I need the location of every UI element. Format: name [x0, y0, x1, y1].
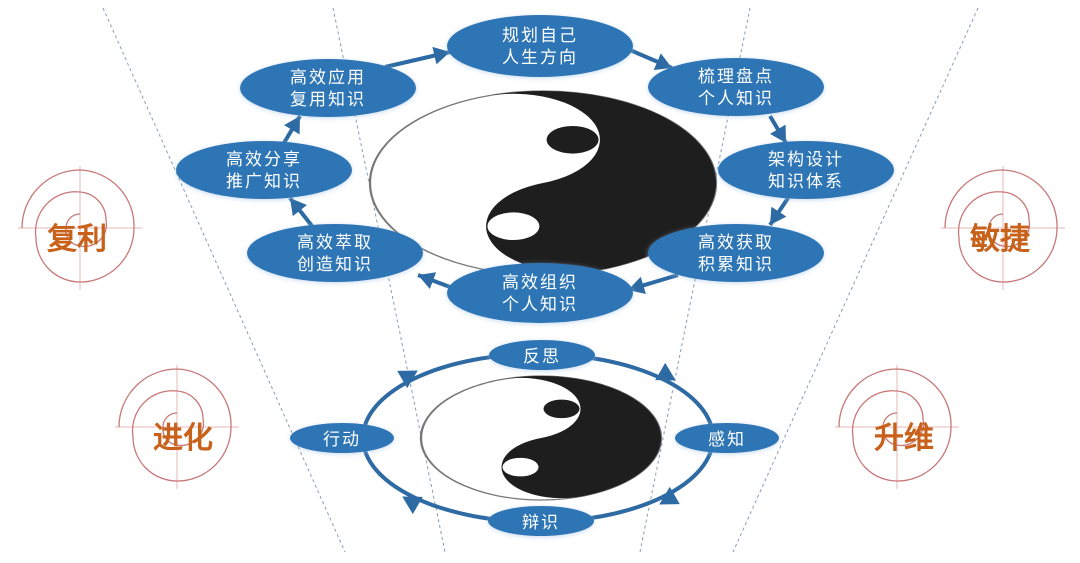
node-design[interactable]: 架构设计 知识体系 — [718, 141, 894, 199]
top-cycle-arrows — [282, 46, 790, 295]
node-discern[interactable]: 辩识 — [488, 506, 594, 536]
badge-evolve-label: 进化 — [153, 421, 213, 456]
spiral-path — [21, 169, 135, 283]
badge-compound: 复利 — [18, 166, 142, 290]
spiral-path — [118, 368, 232, 482]
node-reflect[interactable]: 反思 — [489, 340, 595, 370]
arrow-head-icon — [653, 53, 672, 70]
node-acquire[interactable]: 高效获取 积累知识 — [648, 224, 824, 282]
node-extract[interactable]: 高效萃取 创造知识 — [247, 224, 423, 282]
arrow-head-icon — [284, 116, 300, 135]
node-perceive[interactable]: 感知 — [675, 423, 779, 453]
yin-dot — [543, 399, 580, 419]
node-organize-line2: 个人知识 — [502, 295, 578, 315]
node-plan-line1: 规划自己 — [502, 26, 578, 46]
node-share[interactable]: 高效分享 推广知识 — [176, 141, 352, 199]
spiral-path — [838, 368, 952, 482]
node-share-line1: 高效分享 — [226, 150, 302, 170]
arrow-sort-to-design — [768, 114, 788, 145]
arrow-head-icon — [659, 486, 680, 505]
node-perceive-label: 感知 — [708, 430, 746, 450]
yin-half — [499, 375, 662, 499]
arrow-head-icon — [770, 206, 787, 225]
spiral-path — [944, 169, 1058, 283]
arrow-design-to-acquire — [768, 196, 790, 227]
arrow-apply-to-plan — [384, 46, 451, 69]
node-design-line1: 架构设计 — [768, 150, 844, 170]
yang-dot — [487, 212, 540, 241]
node-reflect-label: 反思 — [523, 347, 561, 367]
node-design-line2: 知识体系 — [768, 172, 844, 192]
node-sort-line2: 个人知识 — [698, 89, 774, 109]
node-apply-line1: 高效应用 — [290, 68, 366, 88]
arrow-head-icon — [397, 370, 418, 389]
node-acquire-line1: 高效获取 — [698, 233, 774, 253]
yin-yang-icon — [419, 375, 663, 501]
arrow-extract-to-share — [288, 196, 314, 228]
badge-agile-label: 敏捷 — [970, 222, 1030, 257]
spiral-icon — [115, 365, 239, 489]
arrow-head-icon — [655, 362, 676, 381]
badge-agile: 敏捷 — [941, 166, 1065, 290]
node-act-label: 行动 — [323, 430, 361, 450]
top-cycle: 规划自己 人生方向 梳理盘点 个人知识 架构设计 知识体系 高效获取 积累知识 … — [176, 15, 894, 323]
node-organize[interactable]: 高效组织 个人知识 — [447, 263, 633, 323]
yin-yang-icon — [368, 90, 718, 276]
arrow-share-to-apply — [282, 114, 302, 145]
yang-dot — [502, 457, 539, 477]
spiral-icon — [941, 166, 1065, 290]
arrow-head-icon — [628, 276, 646, 295]
badge-upgrade: 升维 — [835, 365, 959, 489]
spiral-icon — [835, 365, 959, 489]
arrow-head-icon — [290, 198, 307, 217]
node-organize-line1: 高效组织 — [502, 273, 578, 293]
bottom-cycle: 反思 感知 辩识 行动 — [290, 340, 779, 536]
node-apply[interactable]: 高效应用 复用知识 — [240, 59, 416, 117]
yin-dot — [546, 125, 599, 154]
arrow-head-icon — [432, 46, 450, 65]
node-plan-line2: 人生方向 — [502, 48, 578, 68]
arrow-head-icon — [402, 496, 423, 515]
node-share-line2: 推广知识 — [226, 172, 302, 192]
arrow-acquire-to-organize — [627, 273, 679, 295]
arrow-plan-to-sort — [629, 48, 673, 70]
yin-half — [483, 91, 716, 273]
node-acquire-line2: 积累知识 — [698, 255, 774, 275]
node-plan[interactable]: 规划自己 人生方向 — [447, 15, 633, 77]
node-sort-line1: 梳理盘点 — [698, 67, 774, 87]
badge-upgrade-label: 升维 — [874, 421, 934, 456]
node-extract-line2: 创造知识 — [297, 255, 373, 275]
arrow-head-icon — [770, 124, 786, 143]
badge-compound-label: 复利 — [47, 222, 107, 257]
node-act[interactable]: 行动 — [290, 423, 394, 453]
node-discern-label: 辩识 — [522, 513, 560, 533]
node-apply-line2: 复用知识 — [290, 90, 366, 110]
arrow-head-icon — [418, 272, 437, 290]
node-extract-line1: 高效萃取 — [297, 233, 373, 253]
node-sort[interactable]: 梳理盘点 个人知识 — [648, 58, 824, 116]
badge-evolve: 进化 — [115, 365, 239, 489]
spiral-icon — [18, 166, 142, 290]
